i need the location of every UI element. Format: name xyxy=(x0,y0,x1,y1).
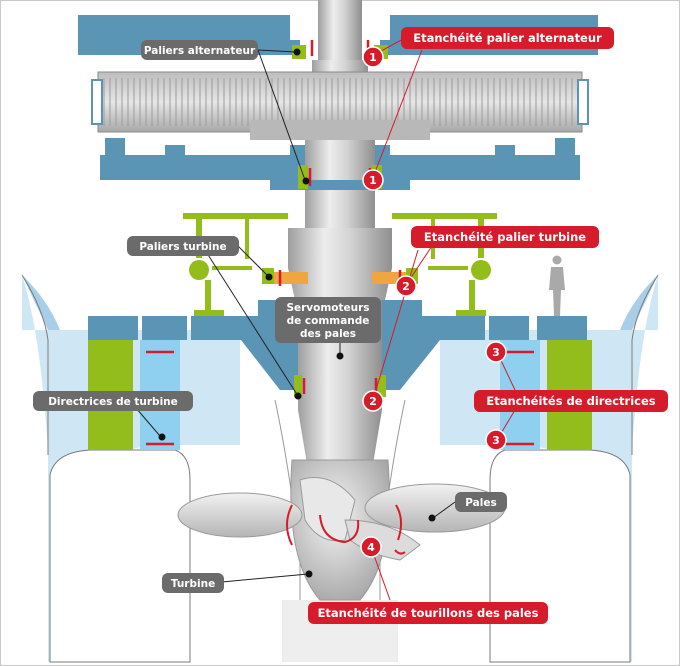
number-markers: 1 1 2 2 3 3 4 xyxy=(360,46,507,558)
marker-3-top: 3 xyxy=(485,341,507,363)
marker-2-bottom: 2 xyxy=(362,390,384,412)
marker-3-bottom-text: 3 xyxy=(492,434,500,447)
label-etancheites-directrices: Etanchéités de directrices xyxy=(474,390,668,412)
leader-lines xyxy=(129,49,456,583)
marker-1-top: 1 xyxy=(362,46,384,68)
label-etancheite-palier-alternateur-text: Etanchéité palier alternateur xyxy=(413,31,602,45)
label-pales-text: Pales xyxy=(465,497,496,509)
runner xyxy=(177,459,506,601)
anchor-dots xyxy=(158,48,436,578)
marker-3-top-text: 3 xyxy=(492,346,500,359)
label-servomoteurs: Servomoteurs de commande des pales xyxy=(275,297,381,343)
person-figure xyxy=(549,255,565,316)
marker-3-bottom: 3 xyxy=(485,429,507,451)
label-pales: Pales xyxy=(455,492,507,512)
marker-2-top-text: 2 xyxy=(402,280,410,293)
label-turbine: Turbine xyxy=(162,573,224,593)
marker-4-text: 4 xyxy=(367,541,375,554)
marker-2-top: 2 xyxy=(395,275,417,297)
label-directrices-turbine-text: Directrices de turbine xyxy=(48,396,178,408)
marker-4: 4 xyxy=(360,536,382,558)
label-paliers-turbine: Paliers turbine xyxy=(127,236,239,256)
label-servomoteurs-line3: des pales xyxy=(300,328,356,340)
generator xyxy=(78,15,598,190)
label-servomoteurs-line1: Servomoteurs xyxy=(286,302,369,314)
marker-1-bottom-text: 1 xyxy=(369,174,377,187)
label-etancheites-directrices-text: Etanchéités de directrices xyxy=(486,394,655,408)
label-paliers-alternateur: Paliers alternateur xyxy=(141,40,258,60)
label-etancheite-tourillons: Etanchéité de tourillons des pales xyxy=(308,602,548,624)
label-etancheite-palier-turbine: Etanchéité palier turbine xyxy=(411,226,599,248)
label-etancheite-palier-alternateur: Etanchéité palier alternateur xyxy=(401,27,614,49)
label-paliers-alternateur-text: Paliers alternateur xyxy=(144,45,256,57)
label-etancheite-palier-turbine-text: Etanchéité palier turbine xyxy=(424,230,586,244)
label-paliers-turbine-text: Paliers turbine xyxy=(139,241,226,253)
marker-1-top-text: 1 xyxy=(369,51,377,64)
label-etancheite-tourillons-text: Etanchéité de tourillons des pales xyxy=(318,606,539,620)
marker-2-bottom-text: 2 xyxy=(369,395,377,408)
marker-1-bottom: 1 xyxy=(362,169,384,191)
label-servomoteurs-line2: de commande xyxy=(287,315,370,327)
label-turbine-text: Turbine xyxy=(171,578,215,590)
label-directrices-turbine: Directrices de turbine xyxy=(33,391,193,411)
